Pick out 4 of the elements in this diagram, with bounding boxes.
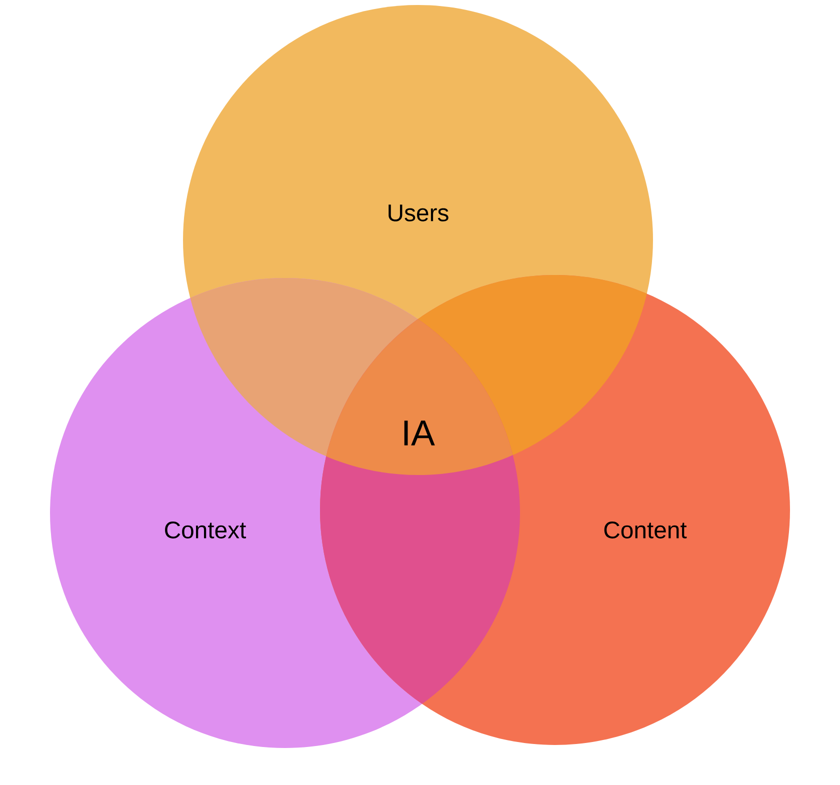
- center-label: IA: [404, 420, 435, 446]
- circle-label: Users: [388, 204, 448, 222]
- circle-label: Context: [165, 522, 246, 538]
- circle-label: Content: [604, 522, 687, 538]
